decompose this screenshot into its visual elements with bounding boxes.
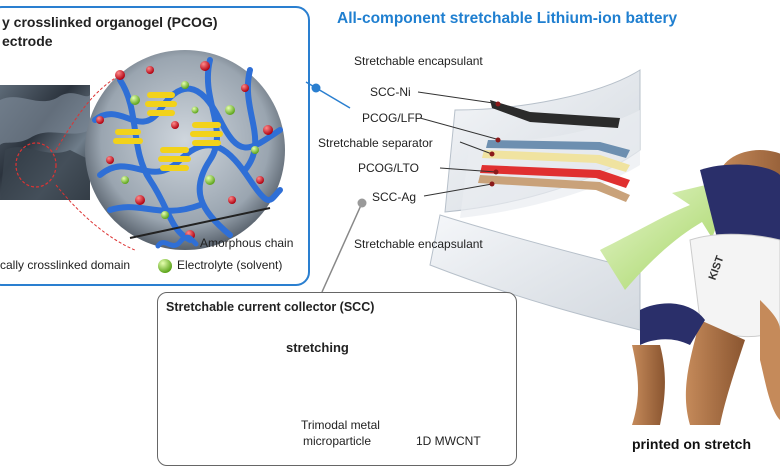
figure-caption: printed on stretch [632, 436, 752, 452]
transition-arrow [600, 178, 735, 290]
particle-label-line2: microparticle [303, 434, 372, 448]
runner-figure [632, 150, 780, 425]
stretching-label: stretching [286, 340, 349, 355]
particle-label-line1: Trimodal metal [301, 418, 380, 432]
scc-panel [157, 292, 517, 466]
scc-title: Stretchable current collector (SCC) [166, 300, 375, 314]
diagram-title: All-component stretchable Lithium-ion ba… [337, 10, 678, 27]
layer-leaders [417, 91, 501, 197]
label-encapsulant-top: Stretchable encapsulant [354, 54, 483, 68]
label-scc-ni: SCC-Ni [370, 85, 411, 99]
gel-photo [0, 85, 90, 200]
legend-chain-glyph [155, 234, 199, 249]
label-separator: Stretchable separator [318, 136, 433, 150]
pcog-title-line1: y crosslinked organogel (PCOG) [2, 14, 218, 30]
cnt-label: 1D MWCNT [416, 434, 481, 448]
label-scc-ag: SCC-Ag [372, 190, 417, 204]
battery-stack [429, 69, 641, 331]
label-pcog-lto: PCOG/LTO [358, 161, 419, 175]
panel-connector-dot [311, 83, 321, 93]
label-pcog-lfp: PCOG/LFP [362, 111, 423, 125]
pcog-title-line2: ectrode [2, 33, 53, 49]
molecular-structure [85, 50, 285, 250]
legend-electrolyte-glyph [158, 259, 172, 273]
label-encapsulant-bottom: Stretchable encapsulant [354, 237, 483, 251]
scc-connector-dot [357, 198, 367, 208]
legend-amorphous: Amorphous chain [200, 236, 294, 250]
legend-crosslinked: cally crosslinked domain [0, 258, 131, 272]
legend-electrolyte: Electrolyte (solvent) [177, 258, 283, 272]
